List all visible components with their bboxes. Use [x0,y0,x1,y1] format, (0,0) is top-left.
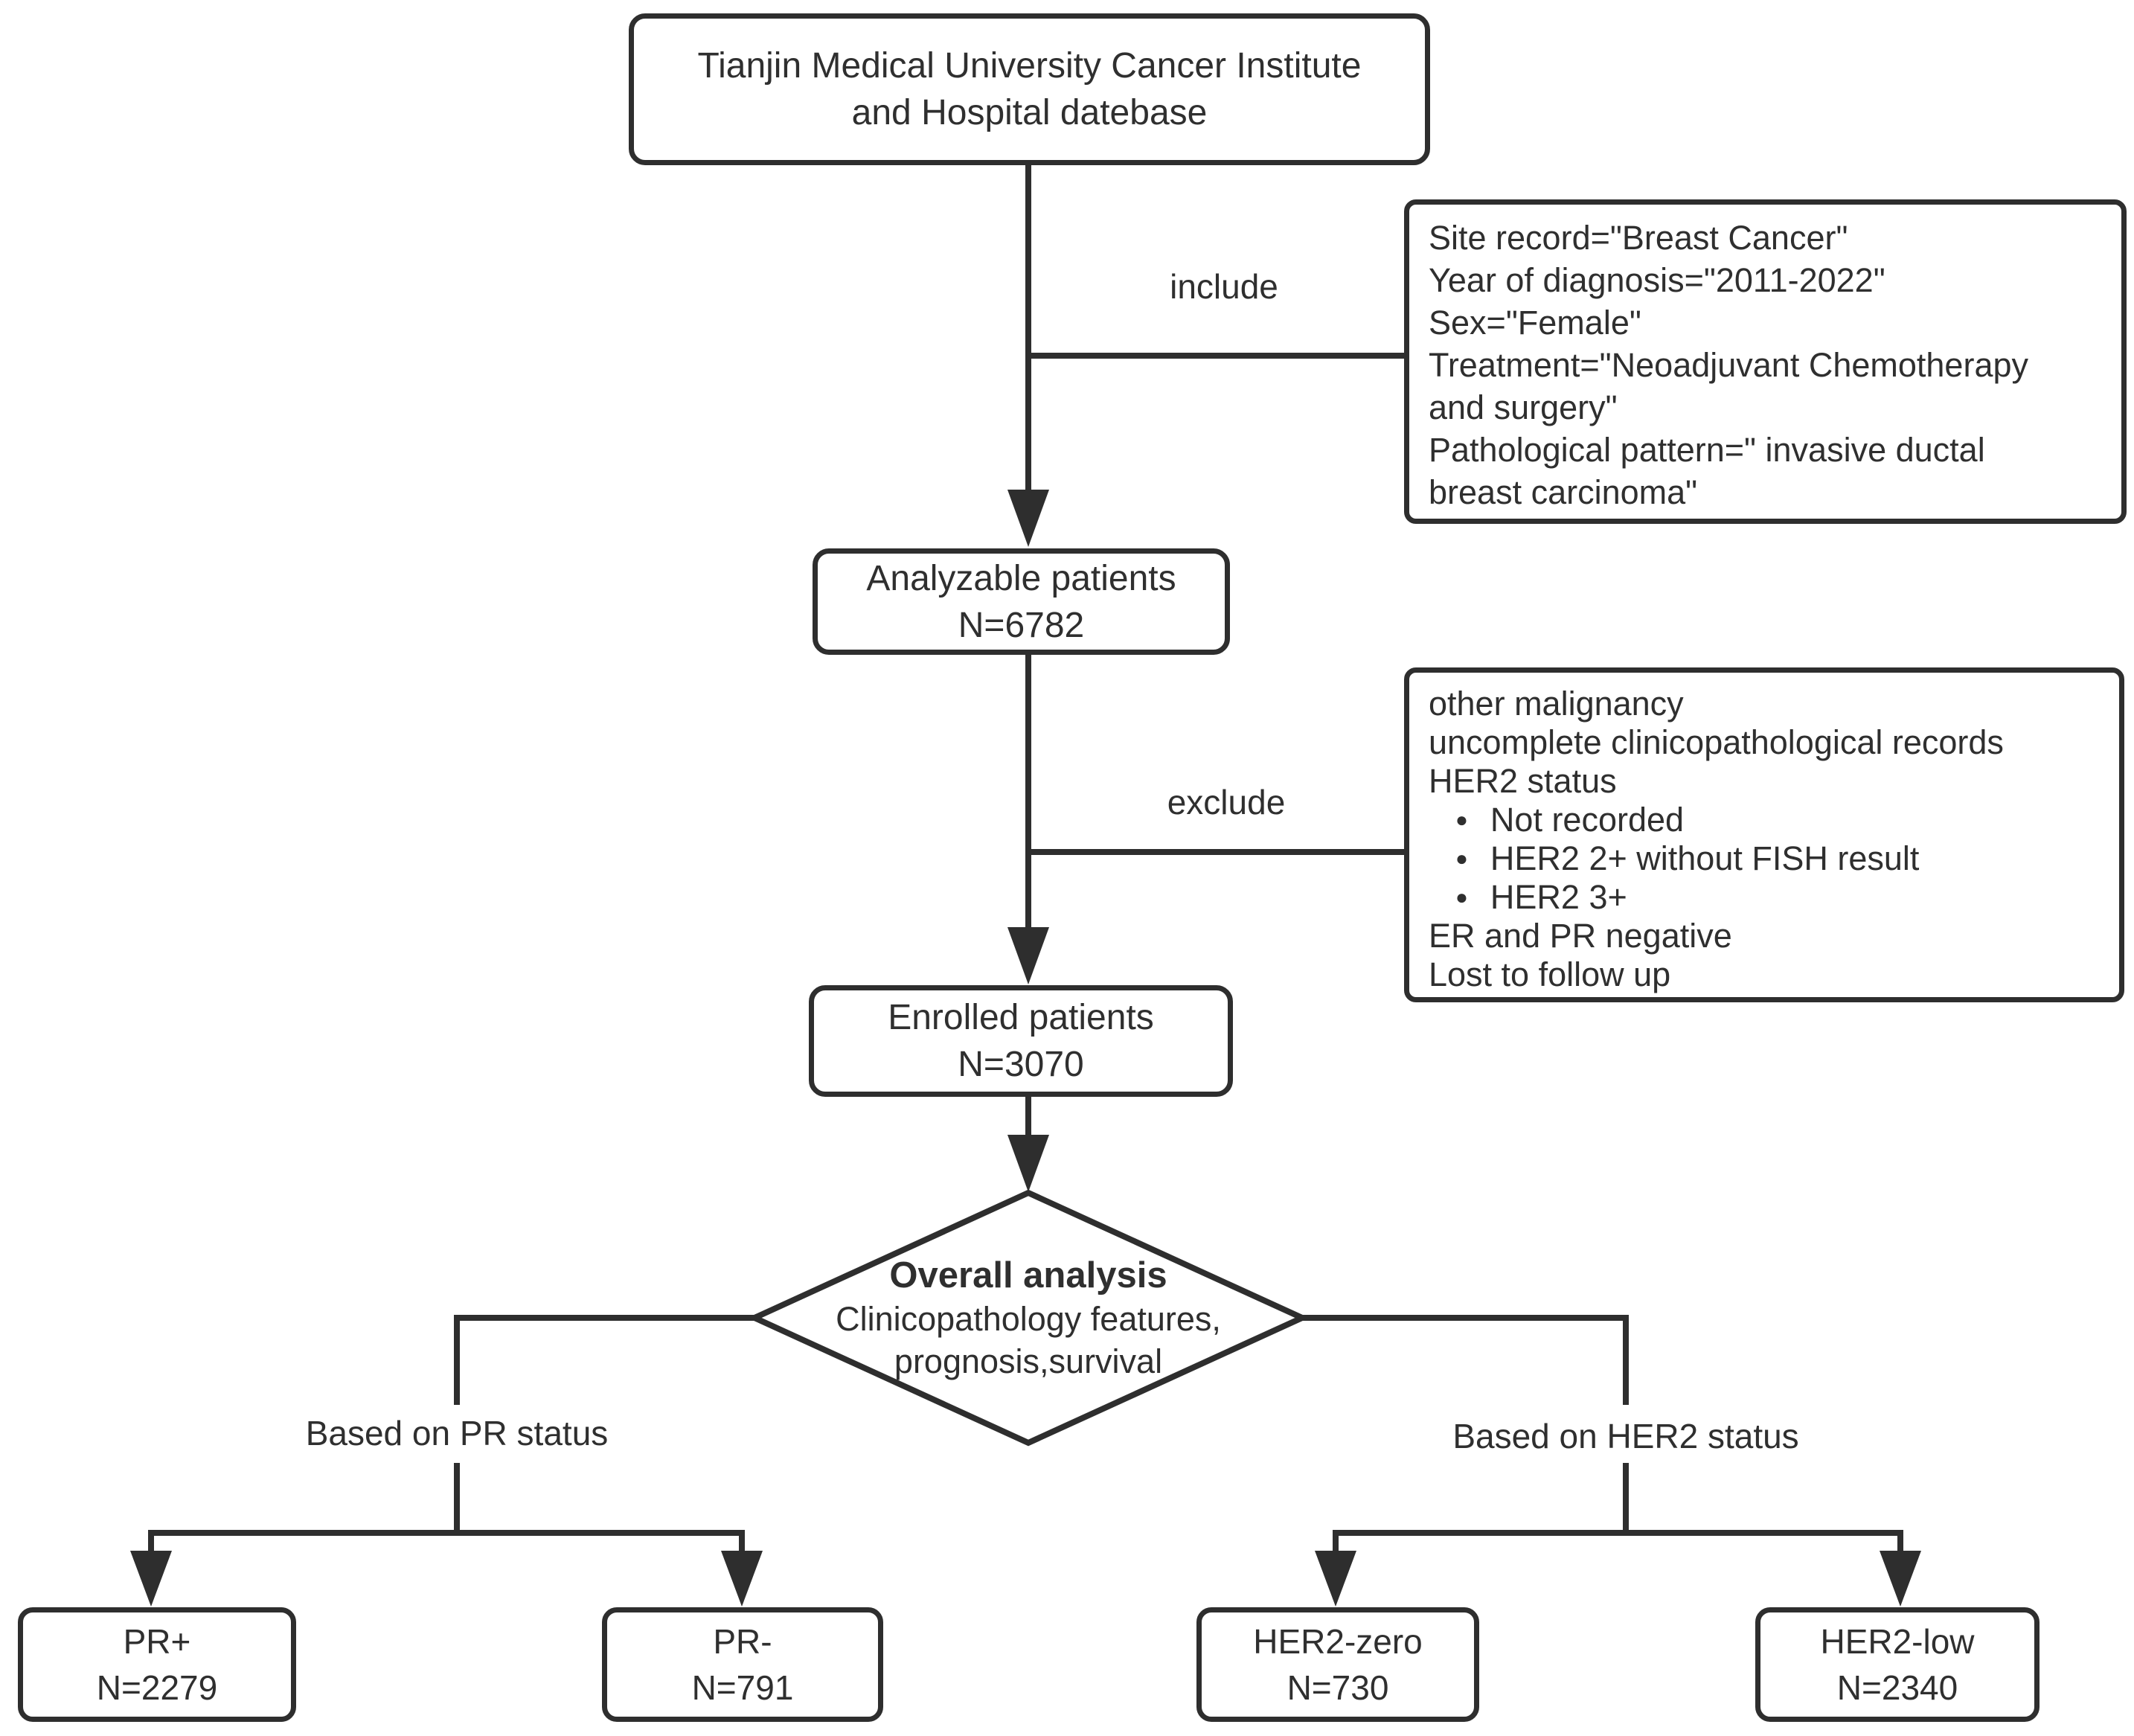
her2-low-label: HER2-low [1820,1622,1975,1661]
arrow-down-pr-neg-icon [721,1551,763,1607]
exclude-criterion-text: Not recorded [1490,801,1685,839]
exclude-criteria-box: other malignancy uncomplete clinicopatho… [1404,667,2124,1002]
her2-zero-box: HER2-zero N=730 [1196,1607,1479,1722]
pr-negative-label: PR- [713,1622,772,1661]
exclude-label: exclude [1167,780,1286,824]
exclude-criterion: ● Not recorded [1429,801,1684,839]
overall-analysis-line3: prognosis,survival [894,1342,1163,1380]
arrow-down-pr-pos-icon [130,1551,172,1607]
database-box: Tianjin Medical University Cancer Instit… [629,13,1430,165]
include-criterion: Sex="Female" [1429,304,1641,342]
bullet-icon: ● [1455,847,1468,870]
exclude-criterion-text: HER2 2+ without FISH result [1490,839,1920,877]
exclude-criterion: Lost to follow up [1429,955,1671,993]
enrolled-patients-count: N=3070 [958,1045,1084,1084]
include-criterion: Site record="Breast Cancer" [1429,219,1848,257]
pr-positive-label: PR+ [123,1622,191,1661]
bullet-icon: ● [1455,808,1468,831]
arrow-down-diamond-icon [1007,1135,1049,1192]
bullet-icon: ● [1455,885,1468,909]
enrolled-patients-title: Enrolled patients [888,998,1154,1037]
exclude-criterion: uncomplete clinicopathological records [1429,723,2004,761]
overall-analysis-diamond [747,1189,1310,1447]
pr-negative-box: PR- N=791 [602,1607,883,1722]
her2-zero-label: HER2-zero [1253,1622,1423,1661]
arrow-down-her2-zero-icon [1315,1551,1356,1607]
connector-diamond-to-pr-label [454,1315,754,1405]
include-criterion: Year of diagnosis="2011-2022" [1429,261,1885,299]
include-criterion: and surgery" [1429,388,1618,426]
arrow-down-enrolled-icon [1007,927,1049,984]
her2-branch-label: Based on HER2 status [1452,1414,1799,1458]
arrow-down-analyzable-icon [1007,490,1049,547]
her2-zero-count: N=730 [1287,1668,1389,1707]
include-label: include [1170,264,1278,309]
connector-diamond-to-her2-label [1302,1315,1629,1405]
overall-analysis-title: Overall analysis [889,1255,1167,1295]
arrow-down-her2-low-icon [1880,1551,1921,1607]
include-criteria-box: Site record="Breast Cancer" Year of diag… [1404,199,2127,524]
enrolled-patients-box: Enrolled patients N=3070 [809,985,1233,1097]
database-box-line2: and Hospital datebase [851,93,1208,132]
connector-pr-split [148,1530,745,1552]
analyzable-patients-count: N=6782 [958,605,1085,645]
database-box-line1: Tianjin Medical University Cancer Instit… [697,46,1362,86]
analyzable-patients-title: Analyzable patients [866,558,1176,598]
exclude-criterion: HER2 status [1429,762,1617,800]
pr-positive-count: N=2279 [96,1668,218,1707]
exclude-criterion: ● HER2 2+ without FISH result [1429,839,1919,878]
her2-low-box: HER2-low N=2340 [1755,1607,2040,1722]
include-criterion: breast carcinoma" [1429,473,1698,511]
her2-low-count: N=2340 [1836,1668,1958,1707]
exclude-criterion-text: HER2 3+ [1490,878,1627,916]
pr-branch-label: Based on PR status [305,1411,609,1455]
overall-analysis-label: Overall analysis Clinicopathology featur… [768,1193,1289,1443]
pr-negative-count: N=791 [691,1668,794,1707]
pr-positive-box: PR+ N=2279 [18,1607,296,1722]
overall-analysis-line2: Clinicopathology features, [836,1300,1221,1338]
analyzable-patients-box: Analyzable patients N=6782 [813,548,1230,655]
connector-her2-split [1333,1530,1903,1552]
exclude-criterion: other malignancy [1429,685,1684,723]
include-criterion: Pathological pattern=" invasive ductal [1429,431,1985,469]
exclude-criterion: ● HER2 3+ [1429,878,1627,917]
exclude-criterion: ER and PR negative [1429,917,1732,955]
include-criterion: Treatment="Neoadjuvant Chemotherapy [1429,346,2029,384]
